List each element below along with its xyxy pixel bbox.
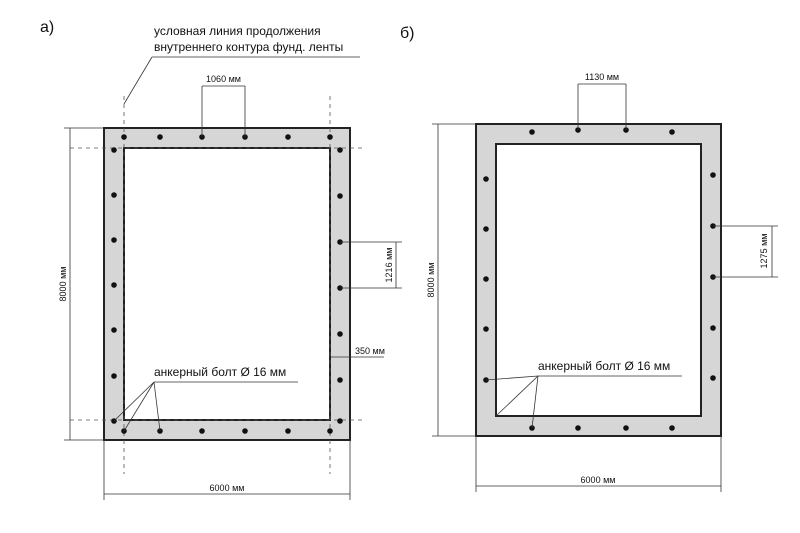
anchor-bolt <box>157 134 163 140</box>
anchor-bolt <box>710 325 716 331</box>
panel-b-label: б) <box>400 25 415 42</box>
anchor-bolt <box>111 147 117 153</box>
anchor-bolt <box>199 428 205 434</box>
anchor-bolt <box>483 226 489 232</box>
right-spacing-dimension: 1275 мм <box>759 234 769 269</box>
bolt-callout-label: анкерный болт Ø 16 мм <box>154 365 286 379</box>
anchor-bolt <box>337 331 343 337</box>
panel-a-label: а) <box>40 19 54 36</box>
anchor-bolt <box>337 377 343 383</box>
anchor-bolt <box>483 326 489 332</box>
top-spacing-dimension: 1130 мм <box>585 72 619 82</box>
panel-a: а) условная линия продолжения внутреннег… <box>40 19 402 500</box>
inner-contour-a <box>123 147 331 421</box>
anchor-bolt <box>111 373 117 379</box>
band-width-dimension: 350 мм <box>355 346 385 356</box>
anchor-bolt <box>669 129 675 135</box>
anchor-bolt <box>710 375 716 381</box>
bolt-callout-label: анкерный болт Ø 16 мм <box>538 359 670 373</box>
anchor-bolt <box>337 418 343 424</box>
anchor-bolt <box>242 428 248 434</box>
bolts-a <box>111 134 343 434</box>
callout-leader <box>495 375 539 417</box>
height-dimension: 8000 мм <box>58 267 68 302</box>
callout-leader <box>485 375 539 381</box>
inner-contour-b <box>495 143 702 417</box>
anchor-bolt <box>710 172 716 178</box>
anchor-bolt <box>483 176 489 182</box>
anchor-bolt <box>623 425 629 431</box>
callout-leader <box>531 375 539 429</box>
anchor-bolt <box>529 129 535 135</box>
note-line-1: условная линия продолжения <box>154 24 321 38</box>
top-spacing-dimension: 1060 мм <box>206 74 241 84</box>
anchor-bolt <box>121 134 127 140</box>
height-dimension: 8000 мм <box>426 263 436 298</box>
callout-leader <box>153 381 161 432</box>
anchor-bolt <box>111 192 117 198</box>
width-dimension: 6000 мм <box>581 475 616 485</box>
anchor-bolt <box>575 425 581 431</box>
anchor-bolt <box>327 428 333 434</box>
anchor-bolt <box>111 282 117 288</box>
anchor-bolt <box>285 134 291 140</box>
note-leader <box>123 56 153 105</box>
callout-leader <box>113 381 155 422</box>
width-dimension: 6000 мм <box>210 483 245 493</box>
anchor-bolt <box>111 327 117 333</box>
callout-leader <box>123 381 155 432</box>
note-line-2: внутреннего контура фунд. ленты <box>154 40 343 54</box>
anchor-bolt <box>111 237 117 243</box>
panel-b: б) 1130 мм <box>400 25 778 492</box>
anchor-bolt <box>483 276 489 282</box>
anchor-bolt <box>669 425 675 431</box>
anchor-bolt <box>327 134 333 140</box>
anchor-bolt <box>337 147 343 153</box>
right-spacing-dimension: 1216 мм <box>384 248 394 283</box>
anchor-bolt <box>337 193 343 199</box>
anchor-bolt <box>285 428 291 434</box>
